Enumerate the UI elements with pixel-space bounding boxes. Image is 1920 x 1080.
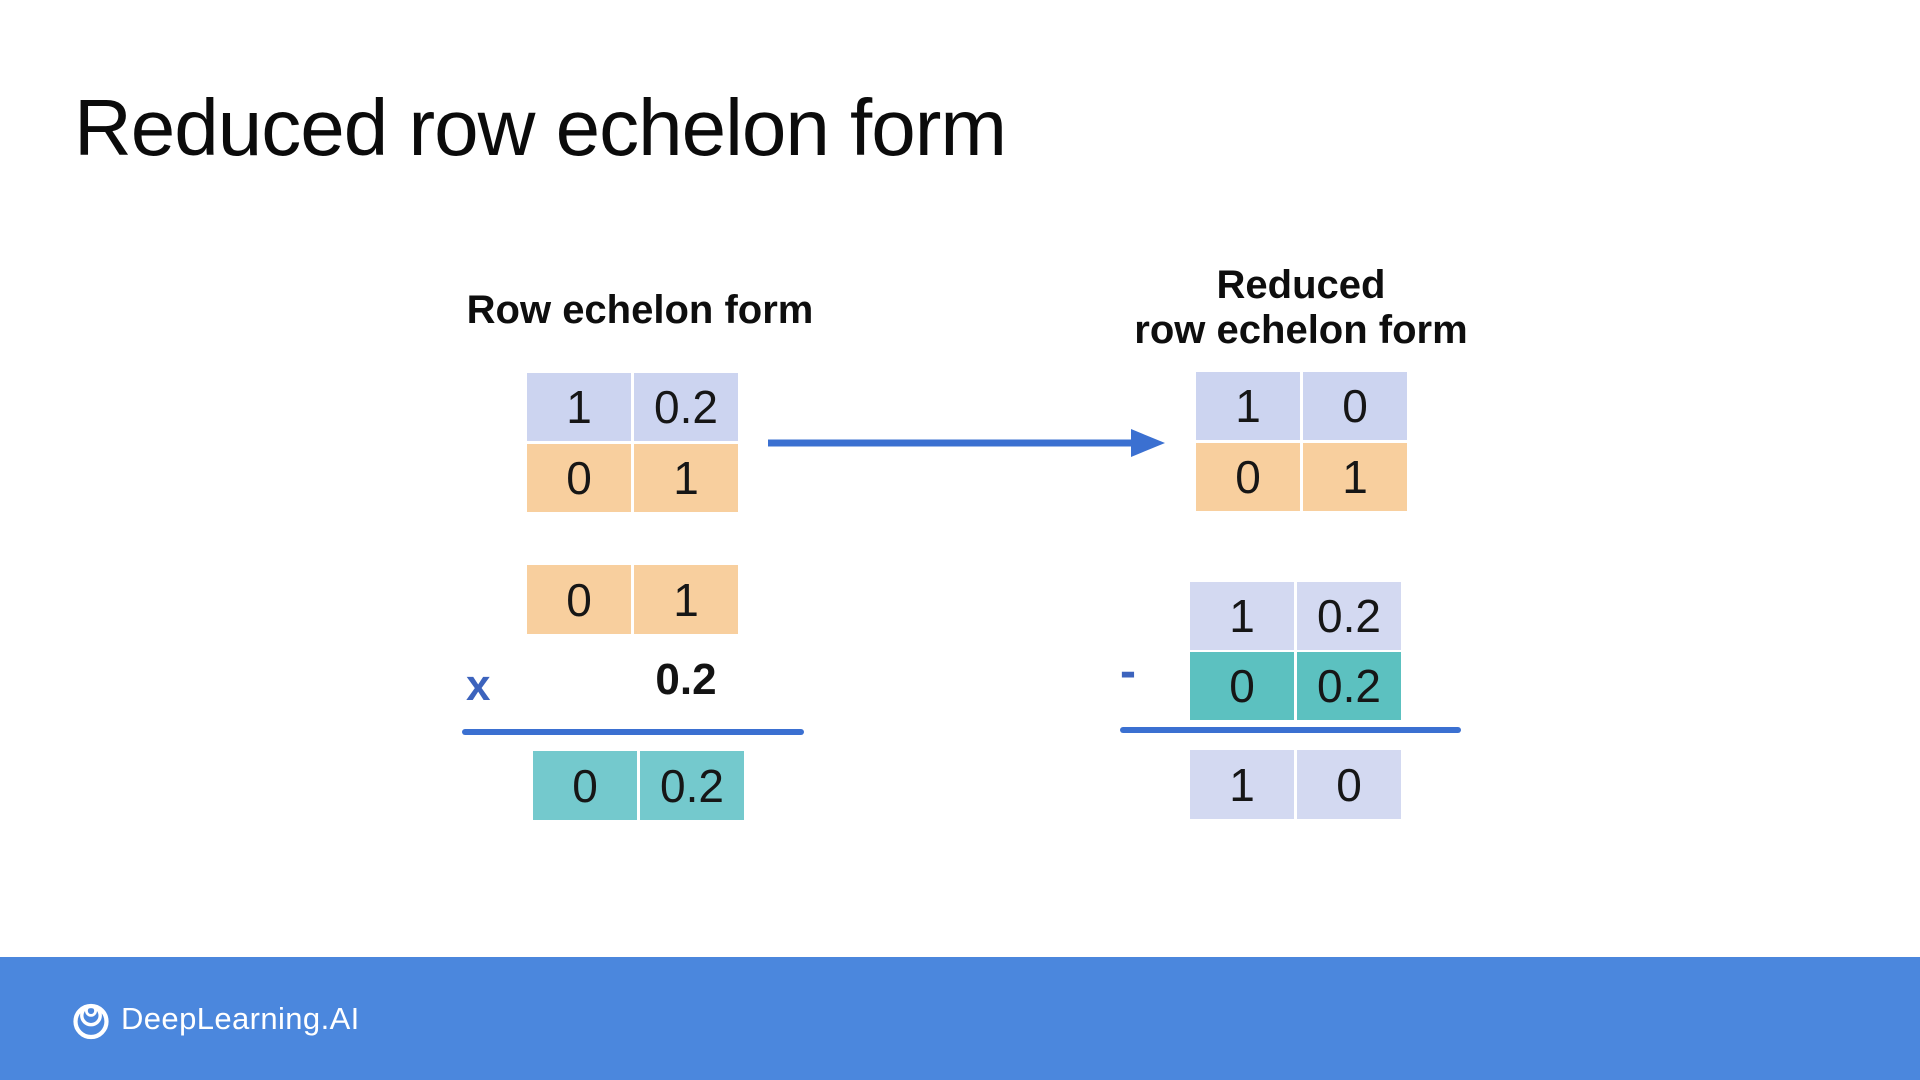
minus-operator: - bbox=[1120, 645, 1136, 698]
multiply-operator: x bbox=[466, 661, 491, 710]
deeplearning-logo-icon bbox=[73, 1003, 109, 1039]
matrix-cell: 0.2 bbox=[634, 373, 738, 441]
brand-name: DeepLearning.AI bbox=[121, 1000, 360, 1036]
matrix-row-echelon: 1 0.2 0 1 bbox=[527, 373, 738, 512]
matrix-cell: 0 bbox=[527, 565, 631, 634]
multiplication-operand-row: 0 1 bbox=[527, 565, 738, 634]
multiplication-result-row: 0 0.2 bbox=[533, 751, 744, 820]
footer-bar: DeepLearning.AI bbox=[0, 957, 1920, 1080]
matrix-cell: 1 bbox=[1190, 582, 1294, 650]
matrix-cell: 0 bbox=[1303, 372, 1407, 440]
matrix-row: 0 0.2 bbox=[533, 751, 744, 820]
matrix-row: 1 0 bbox=[1196, 372, 1407, 440]
matrix-reduced-row-echelon: 1 0 0 1 bbox=[1196, 372, 1407, 511]
matrix-cell: 0.2 bbox=[1297, 652, 1401, 720]
deeplearning-ai-logo: DeepLearning.AI bbox=[70, 957, 360, 1080]
matrix-cell: 1 bbox=[1190, 750, 1294, 819]
matrix-cell: 0 bbox=[527, 444, 631, 512]
matrix-row: 1 0 bbox=[1190, 750, 1401, 819]
label-line: Reduced bbox=[1216, 263, 1386, 307]
multiplier-value: 0.2 bbox=[655, 655, 717, 704]
matrix-cell: 1 bbox=[634, 444, 738, 512]
subtraction-rows: 1 0.2 0 0.2 bbox=[1190, 582, 1401, 720]
matrix-cell: 1 bbox=[634, 565, 738, 634]
matrix-cell: 1 bbox=[527, 373, 631, 441]
matrix-row: 1 0.2 bbox=[527, 373, 738, 441]
equals-line bbox=[1120, 727, 1461, 733]
matrix-row: 0 1 bbox=[1196, 443, 1407, 511]
matrix-cell: 0 bbox=[1196, 443, 1300, 511]
reduced-row-echelon-form-label: Reduced row echelon form bbox=[1095, 263, 1507, 353]
subtraction-result-row: 1 0 bbox=[1190, 750, 1401, 819]
row-echelon-form-label: Row echelon form bbox=[466, 288, 814, 332]
right-arrow-icon bbox=[768, 429, 1165, 457]
slide-title: Reduced row echelon form bbox=[74, 83, 1007, 172]
matrix-cell: 0.2 bbox=[640, 751, 744, 820]
matrix-cell: 0 bbox=[1190, 652, 1294, 720]
matrix-cell: 0.2 bbox=[1297, 582, 1401, 650]
matrix-cell: 1 bbox=[1196, 372, 1300, 440]
matrix-row: 0 0.2 bbox=[1190, 652, 1401, 720]
matrix-cell: 0 bbox=[533, 751, 637, 820]
equals-line bbox=[462, 729, 804, 735]
label-line: row echelon form bbox=[1134, 308, 1468, 352]
matrix-cell: 1 bbox=[1303, 443, 1407, 511]
matrix-row: 0 1 bbox=[527, 444, 738, 512]
matrix-cell: 0 bbox=[1297, 750, 1401, 819]
matrix-row: 0 1 bbox=[527, 565, 738, 634]
matrix-row: 1 0.2 bbox=[1190, 582, 1401, 650]
